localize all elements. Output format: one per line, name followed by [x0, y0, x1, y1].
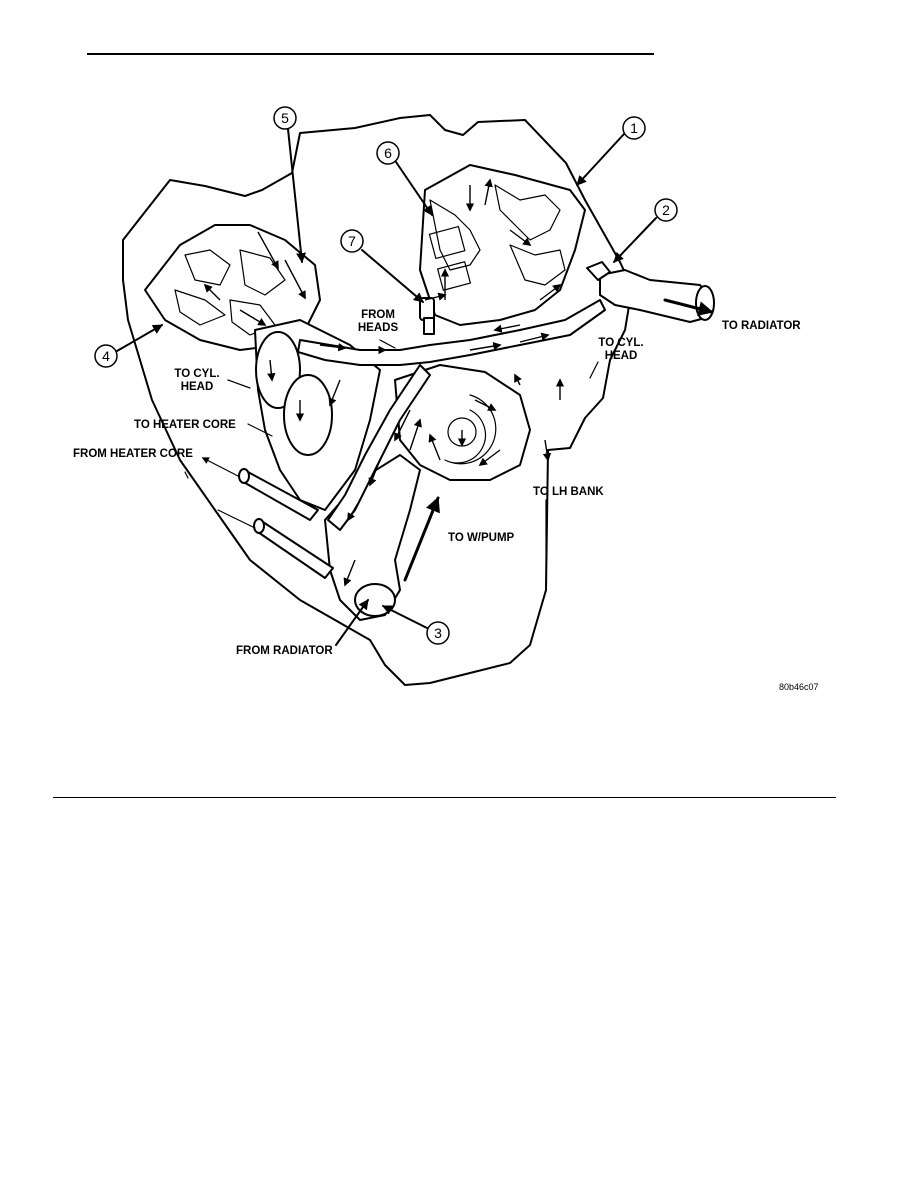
to-wpump-arrow — [403, 496, 440, 582]
to-cyl-head-left-leader — [227, 379, 251, 389]
from-radiator-leader — [335, 599, 369, 646]
callout-7: 7 — [340, 229, 424, 303]
callout-2: 2 — [613, 198, 678, 263]
figure-id-label: 80b46c07 — [779, 682, 819, 692]
to-radiator-label: TO RADIATOR — [722, 320, 801, 332]
radiator-outlet-hose — [586, 261, 715, 323]
to-cyl-head-right-line1: TO CYL. — [598, 337, 643, 349]
from-heads-label-line1: FROM — [361, 309, 395, 321]
bottom-horizontal-rule — [53, 797, 836, 798]
to-lh-bank-label: TO LH BANK — [533, 486, 604, 498]
to-heater-core-leader — [247, 423, 273, 437]
svg-text:6: 6 — [384, 145, 392, 161]
callout-5: 5 — [273, 106, 307, 263]
svg-text:4: 4 — [102, 348, 110, 364]
coolant-flow-diagram: 1 2 3 4 5 6 7 FROM HEADS TO RADIATOR TO … — [73, 106, 819, 692]
from-radiator-label: FROM RADIATOR — [236, 645, 333, 657]
flow-arrows — [203, 178, 565, 587]
to-cyl-head-right-line2: HEAD — [605, 350, 638, 362]
from-heater-core-label: FROM HEATER CORE — [73, 448, 193, 460]
to-cyl-head-right-leader — [589, 361, 599, 379]
svg-text:1: 1 — [630, 120, 638, 136]
callout-6: 6 — [376, 141, 433, 216]
from-heater-core-leader — [201, 457, 239, 477]
svg-text:3: 3 — [434, 625, 442, 641]
temperature-sensor — [419, 297, 435, 335]
heater-stub-left2 — [184, 471, 189, 479]
from-heads-leader — [379, 339, 396, 349]
callout-3: 3 — [382, 605, 450, 645]
crossover-passage — [297, 299, 606, 366]
to-cyl-head-left-line1: TO CYL. — [174, 368, 219, 380]
svg-text:7: 7 — [348, 233, 356, 249]
to-heater-core-label: TO HEATER CORE — [134, 419, 236, 431]
right-cylinder-bank — [419, 164, 586, 326]
svg-text:5: 5 — [281, 110, 289, 126]
svg-text:2: 2 — [662, 202, 670, 218]
to-cyl-head-left-line2: HEAD — [181, 381, 214, 393]
to-w-pump-label: TO W/PUMP — [448, 532, 515, 544]
callout-1: 1 — [576, 116, 646, 186]
callout-4: 4 — [94, 324, 163, 368]
to-radiator-arrow — [663, 298, 714, 316]
from-heads-label-line2: HEADS — [358, 322, 399, 334]
heater-core-tubes — [238, 468, 334, 579]
heater-stub-left — [217, 509, 256, 529]
bypass-tube — [327, 364, 431, 531]
top-horizontal-rule — [87, 53, 654, 55]
engine-block-outline — [122, 114, 633, 686]
